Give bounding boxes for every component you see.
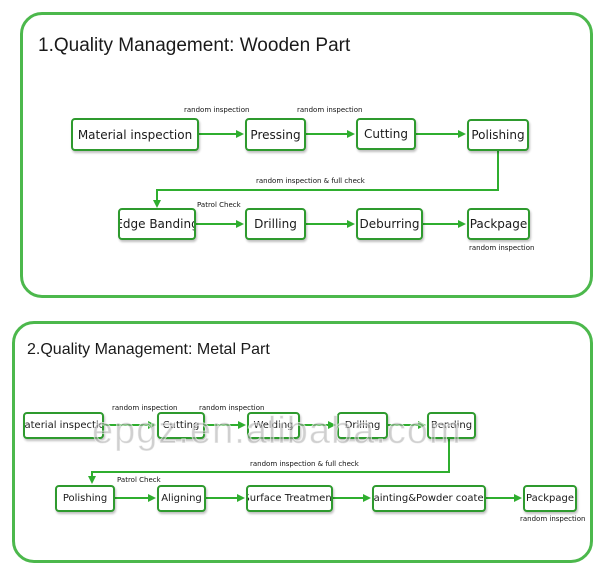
metal-step-aligning: Aligning: [157, 485, 206, 512]
step-edge-banding: Edge Banding: [118, 208, 196, 240]
step-pressing: Pressing: [245, 118, 306, 151]
metal-step-painting-powder-coated: Painting&Powder coated: [372, 485, 486, 512]
metal-part-title: 2.Quality Management: Metal Part: [27, 341, 270, 358]
metal-step-drilling: Drilling: [337, 412, 388, 439]
metal-note-random-inspection-2: random inspection: [199, 404, 265, 412]
note-patrol-check: Patrol Check: [197, 201, 241, 209]
metal-note-random-inspection-1: random inspection: [112, 404, 178, 412]
step-drilling: Drilling: [245, 208, 306, 240]
metal-note-patrol-check: Patrol Check: [117, 476, 161, 484]
metal-part-panel: [12, 321, 593, 563]
wooden-part-title: 1.Quality Management: Wooden Part: [38, 35, 351, 56]
note-random-inspection-2: random inspection: [297, 106, 363, 114]
step-cutting: Cutting: [356, 118, 416, 150]
metal-step-material-inspection: Material inspection: [23, 412, 104, 439]
step-packpage: Packpage: [467, 208, 530, 240]
metal-step-surface-treatment: Surface Treatment: [246, 485, 333, 512]
metal-step-welding: Welding: [247, 412, 300, 439]
note-random-full-check: random inspection & full check: [256, 177, 365, 185]
watermark: epgz.en.alibaba.com: [92, 410, 462, 453]
metal-step-cutting: Cutting: [157, 412, 205, 439]
step-material-inspection: Material inspection: [71, 118, 199, 151]
step-polishing: Polishing: [467, 119, 529, 151]
note-random-inspection-1: random inspection: [184, 106, 250, 114]
metal-step-bending: Bending: [427, 412, 476, 439]
step-deburring: Deburring: [356, 208, 423, 240]
metal-note-random-inspection-3: random inspection: [520, 515, 586, 523]
wooden-part-panel: [20, 12, 593, 298]
metal-step-packpage: Packpage: [523, 485, 577, 512]
metal-step-polishing: Polishing: [55, 485, 115, 512]
metal-note-random-full-check: random inspection & full check: [250, 460, 359, 468]
note-random-inspection-3: random inspection: [469, 244, 535, 252]
